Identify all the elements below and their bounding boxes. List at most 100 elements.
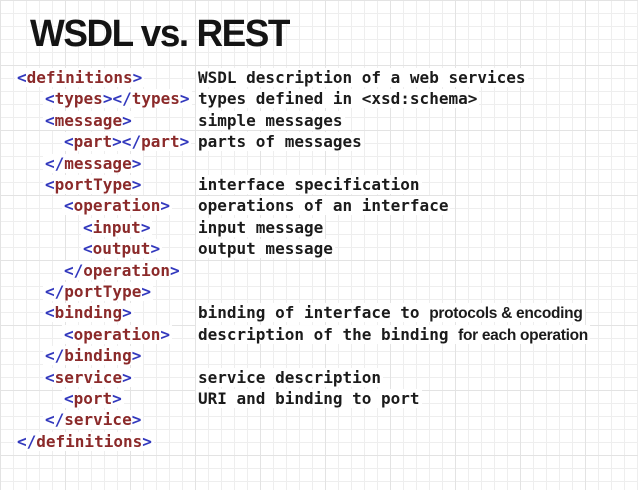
description-text: types defined in <xsd:schema> [196, 89, 480, 109]
code-row: <portType> interface specification [15, 174, 638, 195]
code-row: <operation> description of the binding fo… [15, 324, 638, 345]
xml-tag-name: types [131, 89, 180, 109]
xml-bracket: > [131, 410, 142, 430]
xml-tag: </message> [43, 153, 144, 173]
description-cell: simple messages [196, 110, 345, 131]
xml-tag: <binding> [43, 303, 134, 323]
description-text: description of the binding for each oper… [196, 324, 590, 344]
xml-bracket: < [83, 239, 93, 259]
code-listing: <definitions>WSDL description of a web s… [15, 67, 638, 452]
xml-column-cell: <types></types> [15, 88, 196, 109]
xml-column-cell: <portType> [15, 174, 196, 195]
xml-bracket: < [17, 68, 27, 88]
xml-column-cell: <port> [15, 388, 196, 409]
xml-tag-name: input [92, 217, 141, 237]
description-cell: description of the binding for each oper… [196, 324, 590, 346]
xml-tag-name: part [141, 132, 180, 152]
xml-bracket: > [122, 303, 132, 323]
description-text: service description [196, 367, 384, 387]
xml-bracket: > [179, 89, 190, 109]
xml-bracket: < [64, 196, 74, 216]
description-text: interface specification [196, 175, 422, 195]
xml-bracket: > [132, 68, 143, 88]
xml-column-cell: </operation> [15, 260, 196, 281]
xml-tag: </operation> [62, 260, 182, 280]
xml-column-cell: </service> [15, 409, 196, 430]
xml-column-cell: </message> [15, 153, 196, 174]
code-row: <service> service description [15, 367, 638, 388]
xml-tag-name: message [64, 153, 132, 173]
xml-column-cell: </binding> [15, 345, 196, 366]
xml-tag-name: output [92, 239, 151, 259]
xml-bracket: </ [45, 410, 65, 430]
xml-bracket: < [45, 303, 55, 323]
xml-bracket: </ [45, 281, 65, 301]
xml-tag: <definitions> [15, 68, 145, 88]
code-row: </operation> [15, 260, 638, 281]
description-cell: parts of messages [196, 131, 364, 152]
xml-bracket: > [141, 281, 151, 301]
xml-column-cell: <part></part> [15, 131, 196, 152]
xml-tag-name: definitions [36, 431, 143, 451]
xml-tag: <operation> [62, 324, 172, 344]
xml-tag: <types></types> [43, 89, 192, 109]
xml-tag: <part></part> [62, 132, 192, 152]
description-cell: output message [196, 238, 335, 259]
xml-bracket: </ [17, 431, 37, 451]
xml-tag: <output> [81, 239, 163, 259]
description-text: output message [196, 239, 335, 259]
slide: { "slide": { "title": "WSDL vs. REST", "… [0, 12, 638, 490]
xml-tag-name: portType [64, 281, 142, 301]
code-row: <operation> operations of an interface [15, 195, 638, 216]
code-row: <output> output message [15, 238, 638, 259]
xml-bracket: </ [45, 346, 65, 366]
xml-tag-name: part [73, 132, 113, 152]
xml-tag: <service> [43, 367, 134, 387]
xml-tag: <input> [81, 217, 153, 237]
xml-tag-name: port [73, 388, 113, 408]
xml-bracket: > [131, 153, 142, 173]
xml-tag-name: operation [73, 324, 161, 344]
xml-bracket: ></ [112, 132, 142, 152]
xml-bracket: > [112, 388, 122, 408]
xml-bracket: < [45, 89, 55, 109]
xml-bracket: </ [45, 153, 65, 173]
code-row: </message> [15, 153, 638, 174]
xml-column-cell: <input> [15, 217, 196, 238]
xml-tag-name: operation [83, 260, 170, 280]
xml-tag: </portType> [43, 281, 153, 301]
xml-bracket: < [83, 217, 93, 237]
description-text: WSDL description of a web services [196, 68, 528, 88]
xml-tag-name: portType [54, 175, 132, 195]
description-cell: operations of an interface [196, 195, 451, 216]
code-row: </portType> [15, 281, 638, 302]
xml-tag-name: types [54, 89, 103, 109]
code-row: <input> input message [15, 217, 638, 238]
description-cell: input message [196, 217, 326, 238]
xml-bracket: > [122, 367, 132, 387]
xml-bracket: < [64, 324, 74, 344]
code-row: </definitions> [15, 431, 638, 452]
description-text-secondary: for each operation [458, 326, 588, 344]
xml-column-cell: <operation> [15, 324, 196, 345]
xml-tag: </binding> [43, 346, 144, 366]
description-cell: types defined in <xsd:schema> [196, 88, 480, 109]
xml-bracket: < [45, 175, 55, 195]
xml-bracket: > [179, 132, 190, 152]
xml-column-cell: <message> [15, 110, 196, 131]
xml-tag: </definitions> [15, 431, 154, 451]
xml-bracket: > [122, 110, 132, 130]
xml-bracket: > [169, 260, 180, 280]
xml-tag: <portType> [43, 175, 144, 195]
code-row: <binding>binding of interface to protoco… [15, 302, 638, 323]
xml-bracket: > [150, 239, 161, 259]
xml-tag-name: operation [73, 196, 161, 216]
xml-tag-name: message [54, 110, 123, 130]
description-text: input message [196, 217, 326, 237]
code-row: <part></part>parts of messages [15, 131, 638, 152]
xml-bracket: > [160, 324, 170, 344]
xml-column-cell: <binding> [15, 302, 196, 323]
code-row: </binding> [15, 345, 638, 366]
xml-tag-name: binding [54, 303, 123, 323]
xml-tag: <operation> [62, 196, 172, 216]
